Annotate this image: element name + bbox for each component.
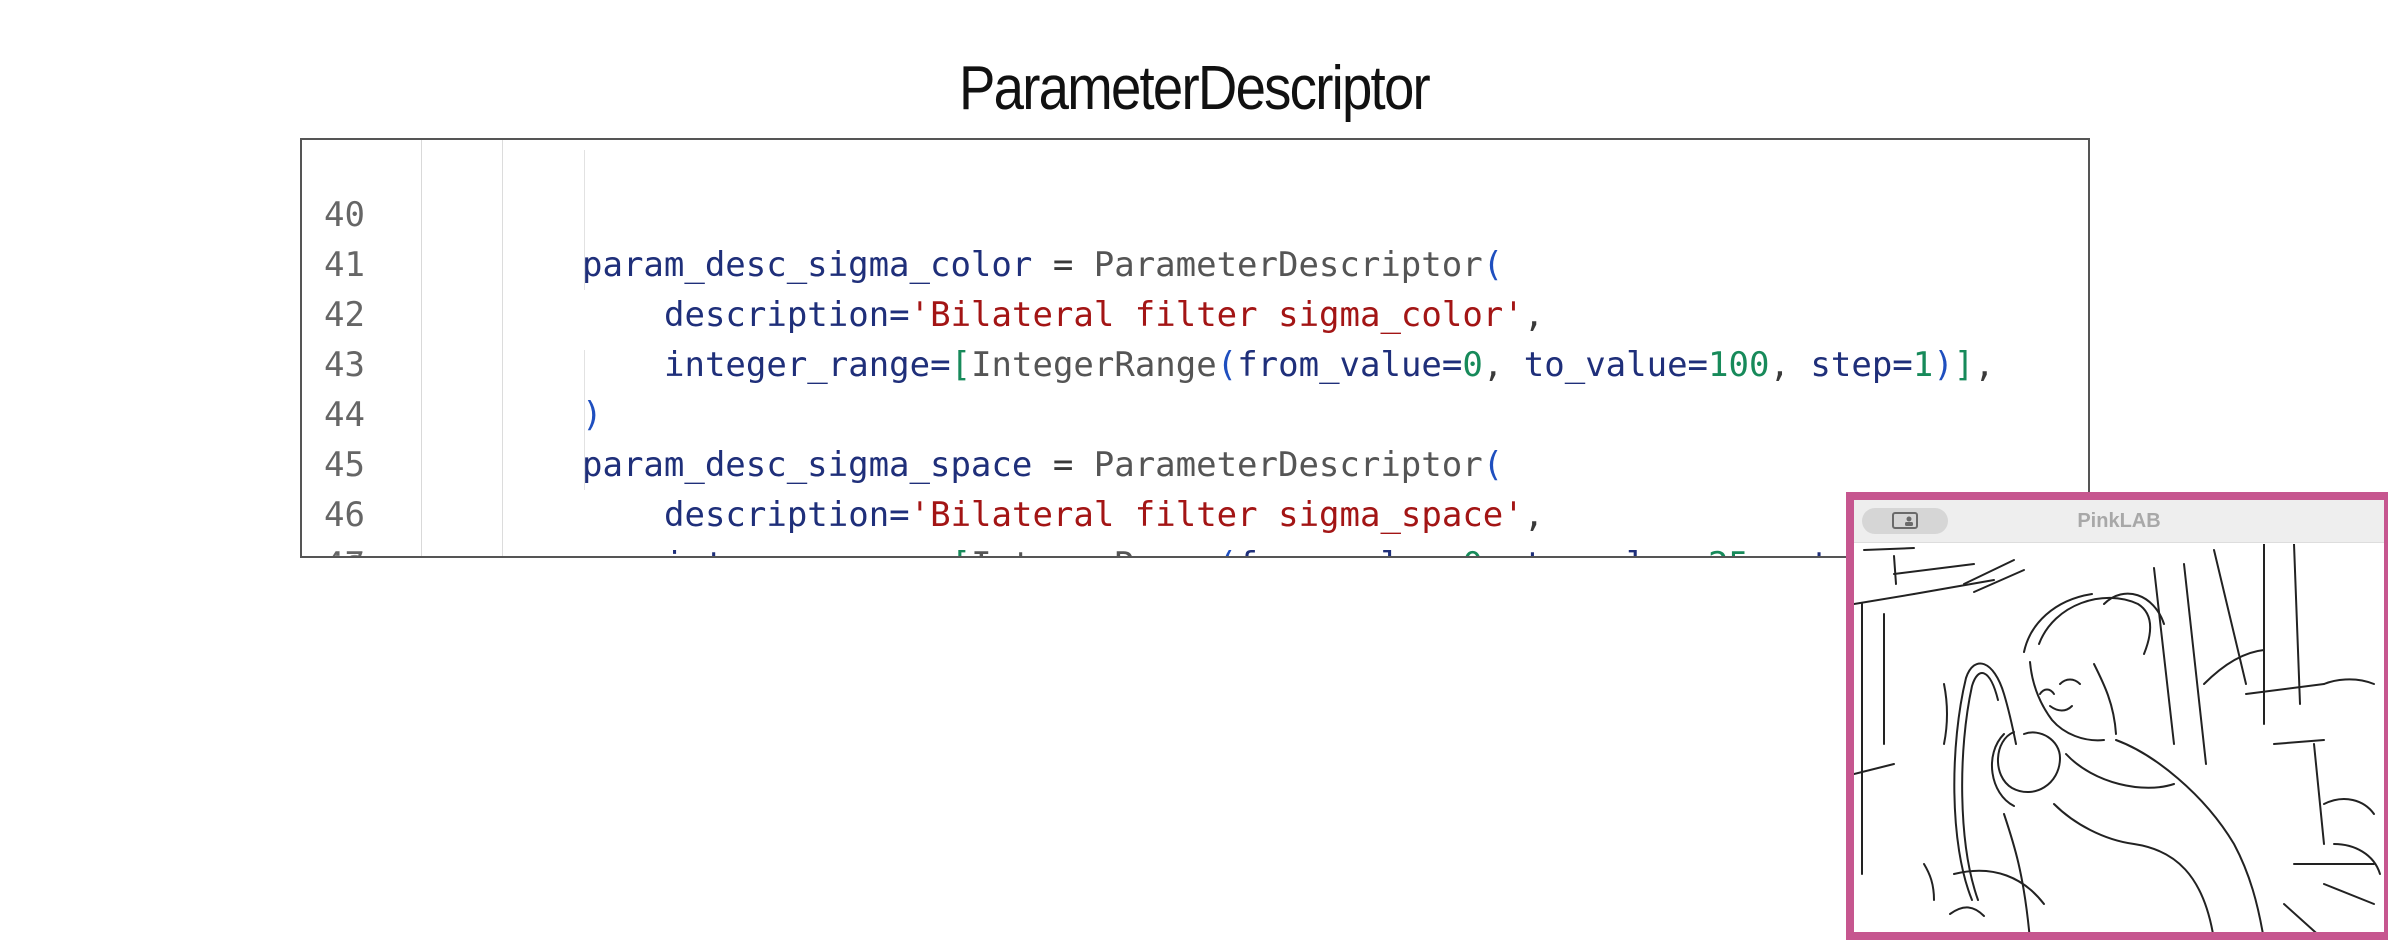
code-text: description='Bilateral filter sigma_colo… (664, 295, 1545, 335)
line-number: 43 (324, 345, 365, 385)
code-line: 42 integer_range=[IntegerRange(from_valu… (302, 240, 2088, 385)
code-text: param_desc_sigma_space = ParameterDescri… (582, 445, 1504, 485)
code-text: integer_range=[IntegerRange(from_value=0… (664, 540, 1974, 556)
edge-detected-person-image (1854, 543, 2381, 932)
code-line: 43 ) (302, 290, 2088, 435)
gutter-divider (421, 140, 422, 556)
line-number: 41 (324, 245, 365, 285)
code-text: description='Bilateral filter sigma_spac… (664, 495, 1545, 535)
line-number: 44 (324, 395, 365, 435)
code-text: param_desc_sigma_color = ParameterDescri… (582, 245, 1504, 285)
webcam-edge-feed (1854, 543, 2384, 932)
line-number: 45 (324, 445, 365, 485)
code-line: 40 param_desc_sigma_color = ParameterDes… (302, 140, 2088, 285)
code-text: integer_range=[IntegerRange(from_value=0… (664, 345, 1995, 385)
line-number: 47 (324, 540, 394, 556)
code-line: 41 description='Bilateral filter sigma_c… (302, 190, 2088, 335)
page-title: ParameterDescriptor (959, 54, 1431, 123)
line-number: 42 (324, 295, 365, 335)
line-number-partial: 48 (324, 544, 365, 556)
line-number: 46 (324, 495, 365, 535)
line-number: 40 (324, 195, 365, 235)
code-line: 47 ) (302, 490, 2088, 556)
indent-guide-inner (584, 150, 585, 290)
indent-guide (502, 140, 503, 556)
code-line: 45 description='Bilateral filter sigma_s… (302, 390, 2088, 535)
camera-person-icon (1892, 512, 1918, 529)
indent-guide-inner (584, 350, 585, 490)
code-line: 46 integer_range=[IntegerRange(from_valu… (302, 440, 2088, 556)
code-line: 44 param_desc_sigma_space = ParameterDes… (302, 340, 2088, 485)
camera-toggle-button[interactable] (1862, 508, 1948, 534)
code-panel: 40 param_desc_sigma_color = ParameterDes… (300, 138, 2090, 558)
webcam-title: PinkLAB (2077, 510, 2161, 532)
webcam-overlay: PinkLAB (1846, 492, 2388, 940)
code-text: ) (582, 395, 603, 435)
webcam-titlebar: PinkLAB (1854, 500, 2384, 543)
